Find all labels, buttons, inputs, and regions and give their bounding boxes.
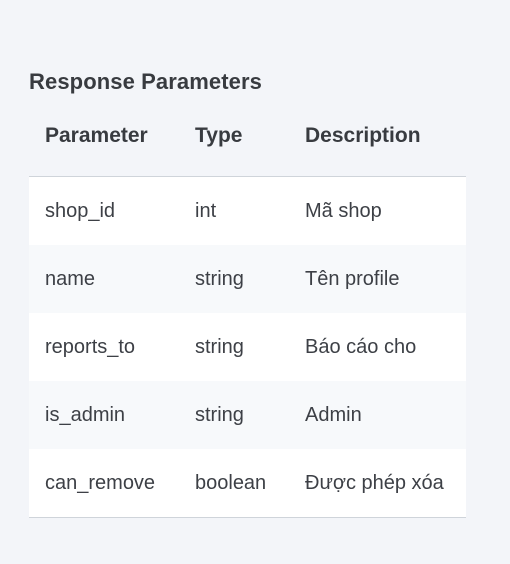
description-cell: Được phép xóa [289, 449, 466, 518]
table-row: can_remove boolean Được phép xóa [29, 449, 466, 518]
table-header: Parameter Type Description [29, 121, 466, 177]
table-row: reports_to string Báo cáo cho [29, 313, 466, 381]
type-cell: string [179, 381, 289, 449]
description-cell: Báo cáo cho [289, 313, 466, 381]
section-title: Response Parameters [29, 69, 263, 94]
parameter-cell: name [29, 245, 179, 313]
column-header-parameter: Parameter [29, 121, 179, 177]
type-cell: int [179, 176, 289, 245]
description-cell: Tên profile [289, 245, 466, 313]
description-cell: Admin [289, 381, 466, 449]
response-parameters-section: Response Parameters Parameter Type Descr… [29, 66, 466, 518]
type-cell: string [179, 313, 289, 381]
response-parameters-table: Parameter Type Description shop_id int M… [29, 121, 466, 518]
table-row: is_admin string Admin [29, 381, 466, 449]
table-row: name string Tên profile [29, 245, 466, 313]
table-row: shop_id int Mã shop [29, 176, 466, 245]
table-header-row: Parameter Type Description [29, 121, 466, 177]
column-header-description: Description [289, 121, 466, 177]
parameter-cell: reports_to [29, 313, 179, 381]
parameter-cell: can_remove [29, 449, 179, 518]
parameter-cell: shop_id [29, 176, 179, 245]
type-cell: string [179, 245, 289, 313]
column-header-type: Type [179, 121, 289, 177]
type-cell: boolean [179, 449, 289, 518]
parameter-cell: is_admin [29, 381, 179, 449]
table-body: shop_id int Mã shop name string Tên prof… [29, 176, 466, 518]
description-cell: Mã shop [289, 176, 466, 245]
